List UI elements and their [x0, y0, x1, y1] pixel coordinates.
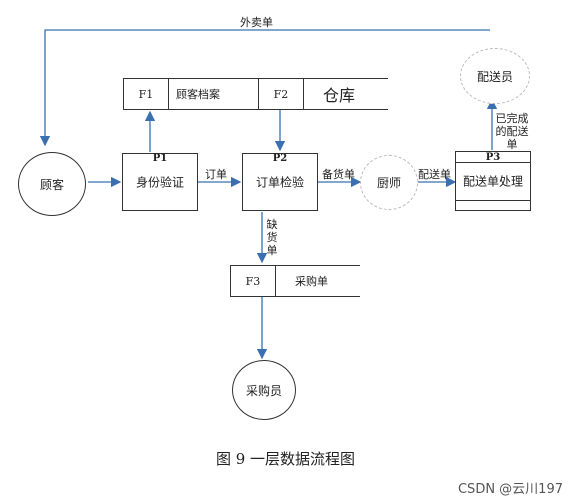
entity-chef[interactable]: 厨师	[360, 155, 418, 210]
process-p3-id: P3	[485, 152, 501, 163]
watermark: CSDN @云川197	[457, 482, 563, 497]
store-f2-id: F2	[259, 79, 304, 109]
store-f3[interactable]: F3 采购单	[230, 265, 360, 297]
flow-label-prepare: 备货单	[322, 168, 355, 181]
process-p3-bottom-divider	[456, 200, 530, 201]
process-p2-id: P2	[272, 153, 288, 164]
process-p1-id: P1	[152, 153, 168, 164]
flow-label-order: 订单	[205, 168, 227, 181]
process-p1[interactable]: P1 身份验证	[122, 153, 198, 211]
store-f3-id: F3	[231, 266, 276, 296]
store-f2[interactable]: F2 仓库	[258, 78, 388, 110]
store-f1-label: 顾客档案	[176, 88, 220, 101]
process-p2-label: 订单检验	[255, 175, 304, 190]
flow-takeout-line	[39, 29, 490, 147]
flow-label-delivery: 配送单	[418, 168, 451, 181]
process-p3[interactable]: P3 配送单处理	[455, 151, 531, 211]
entity-purchaser-label: 采购员	[245, 383, 282, 398]
flow-label-completed: 已完成的配送单	[495, 112, 529, 151]
process-p1-label: 身份验证	[135, 175, 184, 190]
entity-deliveryman-label: 配送员	[476, 69, 513, 84]
entity-customer[interactable]: 顾客	[18, 152, 86, 216]
entity-purchaser[interactable]: 采购员	[232, 360, 296, 420]
flow-label-takeout: 外卖单	[240, 16, 273, 29]
process-p3-label: 配送单处理	[462, 174, 523, 189]
store-f1[interactable]: F1 顾客档案	[123, 78, 273, 110]
store-f1-id: F1	[124, 79, 169, 109]
entity-chef-label: 厨师	[376, 176, 401, 190]
process-p3-top-divider	[456, 162, 530, 163]
figure-caption: 图 9 一层数据流程图	[215, 450, 356, 468]
process-p2[interactable]: P2 订单检验	[242, 153, 318, 211]
entity-deliveryman[interactable]: 配送员	[460, 48, 530, 104]
store-f2-label: 仓库	[323, 86, 356, 105]
entity-customer-label: 顾客	[39, 177, 64, 192]
store-f3-label: 采购单	[295, 275, 328, 288]
flow-label-shortage: 缺货单	[266, 218, 278, 257]
